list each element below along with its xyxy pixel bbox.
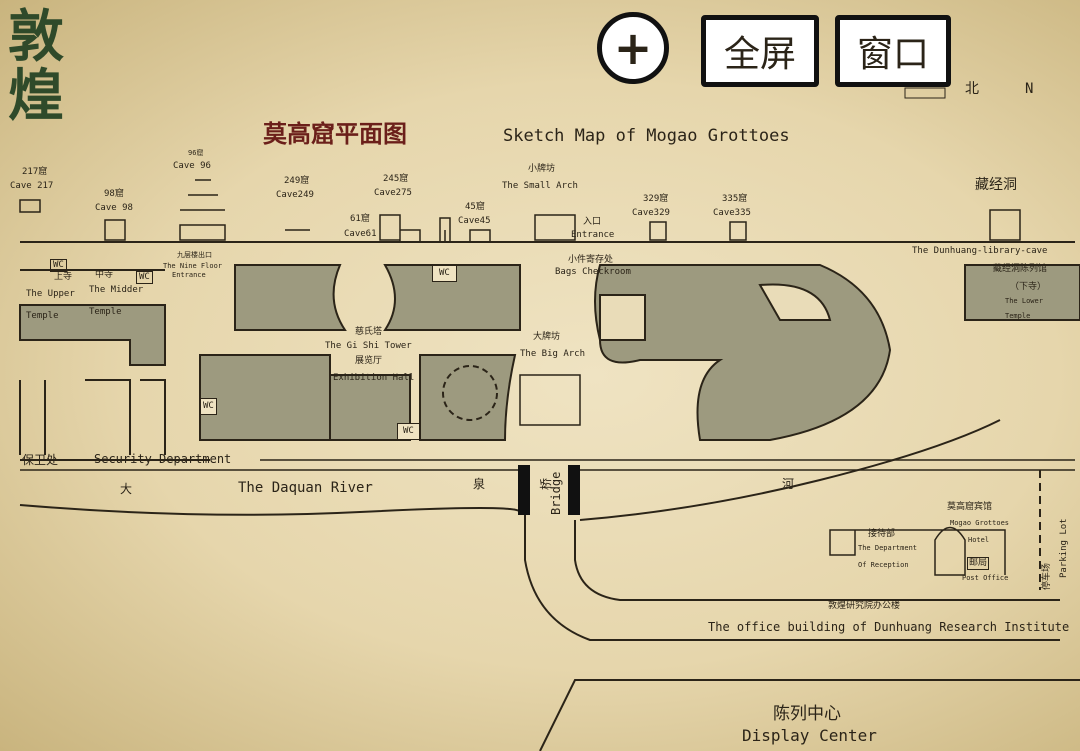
wc-label[interactable]: WC (200, 398, 217, 415)
bridge-en[interactable]: Bridge (549, 471, 563, 515)
hotel-cn: 莫高窟宾馆 (947, 502, 993, 512)
cave-cn: 98窟 (104, 189, 124, 199)
middle-temple-en2: Temple (89, 307, 122, 317)
cave-en[interactable]: Cave275 (374, 188, 412, 198)
office-cn: 敦煌研究院办公楼 (828, 601, 901, 611)
river-char: 泉 (473, 477, 486, 491)
nine-floor-en2: Entrance (172, 271, 206, 279)
reception-en[interactable]: The Department (858, 544, 918, 552)
library-cave-cn: 藏经洞 (975, 177, 1017, 193)
post-cn: 邮局 (967, 557, 990, 570)
hotel-en[interactable]: Mogao Grottoes (950, 519, 1010, 527)
north-en: N (1025, 81, 1034, 97)
parking-cn: 停车场 (1042, 562, 1052, 590)
display-center-en[interactable]: Display Center (742, 726, 877, 745)
lower-temple-cn: （下寺） (1010, 282, 1047, 292)
parking-en[interactable]: Parking Lot (1059, 518, 1069, 578)
cave-cn: 96窟 (188, 149, 204, 157)
upper-temple-en[interactable]: The Upper (26, 289, 75, 299)
cave-cn: 335窟 (722, 194, 748, 204)
library-hall-cn: 藏经洞陈列馆 (993, 264, 1048, 274)
cave-cn: 217窟 (22, 167, 48, 177)
small-arch-cn: 小牌坊 (528, 164, 556, 174)
middle-temple-en[interactable]: The Midder (89, 285, 144, 295)
office-en[interactable]: The office building of Dunhuang Research… (708, 620, 1070, 634)
river-en: The Daquan River (238, 480, 373, 496)
nine-floor-en: The Nine Floor (163, 262, 223, 270)
upper-temple-cn: 上寺 (54, 272, 73, 282)
post-en[interactable]: Post Office (962, 574, 1009, 582)
entrance-en[interactable]: Entrance (571, 230, 615, 240)
cave-en[interactable]: Cave 96 (173, 161, 211, 171)
cave-cn: 45窟 (465, 202, 485, 212)
cave-en[interactable]: Cave335 (713, 208, 751, 218)
security-cn: 保卫处 (22, 453, 59, 467)
lower-temple-en2: Temple (1005, 312, 1031, 320)
tower-cn: 慈氏塔 (355, 327, 383, 337)
checkroom-cn: 小件寄存处 (568, 255, 614, 265)
wc-label[interactable]: WC (432, 265, 457, 282)
big-arch-cn: 大牌坊 (533, 332, 561, 342)
cave-cn: 61窟 (350, 214, 370, 224)
cave-cn: 245窟 (383, 174, 409, 184)
checkroom-en[interactable]: Bags Checkroom (555, 267, 631, 277)
security-en[interactable]: Security Department (94, 452, 232, 466)
cave-en[interactable]: Cave 217 (10, 181, 54, 191)
nine-floor-cn: 九层楼出口 (177, 251, 212, 259)
river-char: 大 (120, 482, 133, 496)
exhibition-cn: 展览厅 (355, 356, 383, 366)
display-center-cn: 陈列中心 (773, 704, 841, 724)
map-title-cn: 莫高窟平面图 (263, 119, 407, 148)
cave-cn: 329窟 (643, 194, 669, 204)
cave-en[interactable]: Cave61 (344, 229, 377, 239)
entrance-cn: 入口 (583, 217, 602, 227)
reception-cn: 接待部 (868, 529, 896, 539)
lower-temple-en: The Lower (1005, 297, 1043, 305)
wc-label[interactable]: WC (136, 271, 153, 284)
wc-label[interactable]: WC (397, 423, 420, 440)
logo: 敦煌 (8, 4, 64, 129)
big-arch-en[interactable]: The Big Arch (520, 349, 586, 359)
small-arch-en[interactable]: The Small Arch (502, 181, 578, 191)
cave-en[interactable]: Cave329 (632, 208, 670, 218)
fullscreen-button[interactable]: 全屏 (701, 15, 819, 87)
library-cave-en[interactable]: The Dunhuang-library-cave (912, 246, 1048, 256)
map-title-en: Sketch Map of Mogao Grottoes (503, 126, 790, 146)
hotel-en2: Hotel (968, 536, 990, 544)
window-button[interactable]: 窗口 (835, 15, 951, 87)
cave-cn: 249窟 (284, 176, 310, 186)
wc-label[interactable]: WC (50, 259, 67, 272)
zoom-in-button[interactable]: + (597, 12, 669, 84)
middle-temple-cn: 中寺 (95, 270, 114, 280)
reception-en2: Of Reception (858, 561, 909, 569)
river-char: 河 (782, 477, 795, 491)
upper-temple-en2: Temple (26, 311, 59, 321)
cave-en[interactable]: Cave 98 (95, 203, 133, 213)
tower-en[interactable]: The Gi Shi Tower (325, 341, 412, 351)
north-cn: 北 (965, 81, 979, 97)
exhibition-en[interactable]: Exhibition Hall (333, 373, 415, 383)
cave-en[interactable]: Cave249 (276, 190, 314, 200)
cave-en[interactable]: Cave45 (458, 216, 491, 226)
